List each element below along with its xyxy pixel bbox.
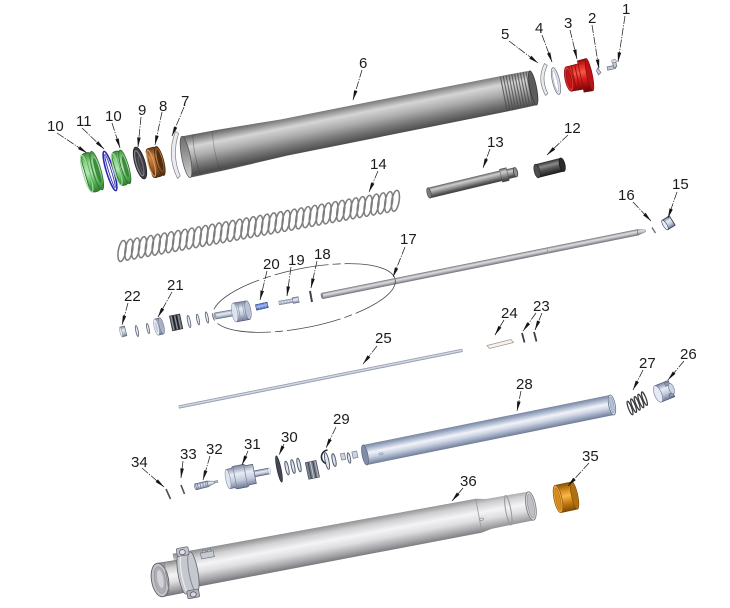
svg-text:1: 1 (622, 1, 630, 18)
svg-text:19: 19 (288, 252, 305, 269)
svg-text:13: 13 (487, 134, 504, 151)
svg-text:6: 6 (359, 55, 367, 72)
svg-text:23: 23 (533, 298, 550, 315)
svg-text:8: 8 (159, 98, 167, 115)
svg-text:22: 22 (124, 288, 141, 305)
svg-text:3: 3 (564, 15, 572, 32)
svg-text:27: 27 (639, 355, 656, 372)
svg-text:4: 4 (535, 20, 543, 37)
svg-text:24: 24 (501, 305, 518, 322)
svg-text:14: 14 (370, 156, 387, 173)
svg-text:15: 15 (672, 176, 689, 193)
svg-text:16: 16 (618, 187, 635, 204)
svg-text:12: 12 (564, 120, 581, 137)
svg-text:32: 32 (206, 441, 223, 458)
svg-text:34: 34 (131, 454, 148, 471)
svg-text:5: 5 (501, 26, 509, 43)
svg-text:10: 10 (47, 118, 64, 135)
svg-text:2: 2 (588, 10, 596, 27)
svg-text:28: 28 (516, 376, 533, 393)
svg-text:30: 30 (281, 429, 298, 446)
svg-text:25: 25 (375, 330, 392, 347)
svg-text:17: 17 (400, 231, 417, 248)
svg-text:11: 11 (76, 113, 92, 130)
svg-text:33: 33 (180, 446, 197, 463)
svg-text:7: 7 (181, 93, 189, 110)
svg-text:9: 9 (138, 102, 146, 119)
svg-text:21: 21 (167, 277, 184, 294)
svg-text:35: 35 (582, 448, 599, 465)
svg-text:31: 31 (244, 436, 261, 453)
svg-text:18: 18 (314, 246, 331, 263)
svg-text:10: 10 (105, 108, 122, 125)
svg-text:26: 26 (680, 346, 697, 363)
svg-text:29: 29 (333, 411, 350, 428)
svg-text:36: 36 (460, 473, 477, 490)
svg-text:20: 20 (263, 256, 280, 273)
